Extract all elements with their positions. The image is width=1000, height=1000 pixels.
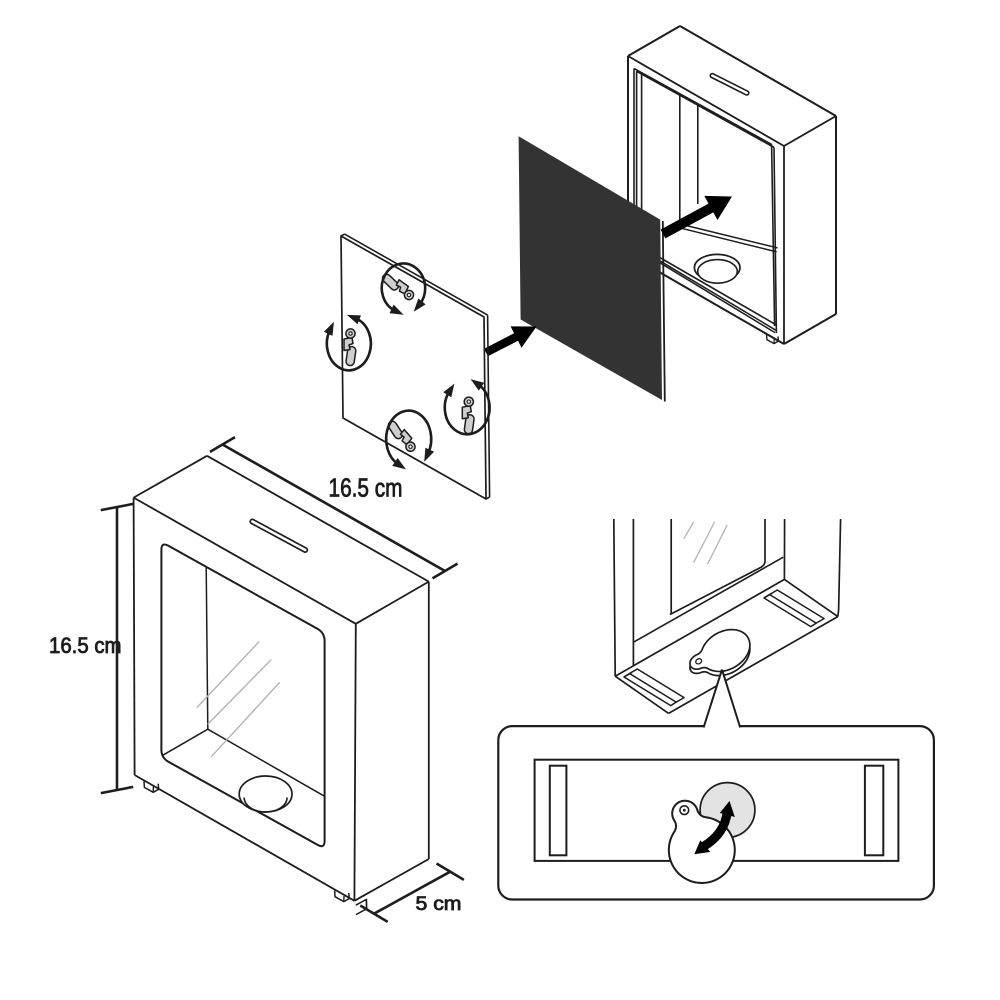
svg-text:16.5 cm: 16.5 cm xyxy=(329,473,403,503)
svg-text:5 cm: 5 cm xyxy=(416,893,462,915)
svg-text:16.5 cm: 16.5 cm xyxy=(49,633,122,658)
